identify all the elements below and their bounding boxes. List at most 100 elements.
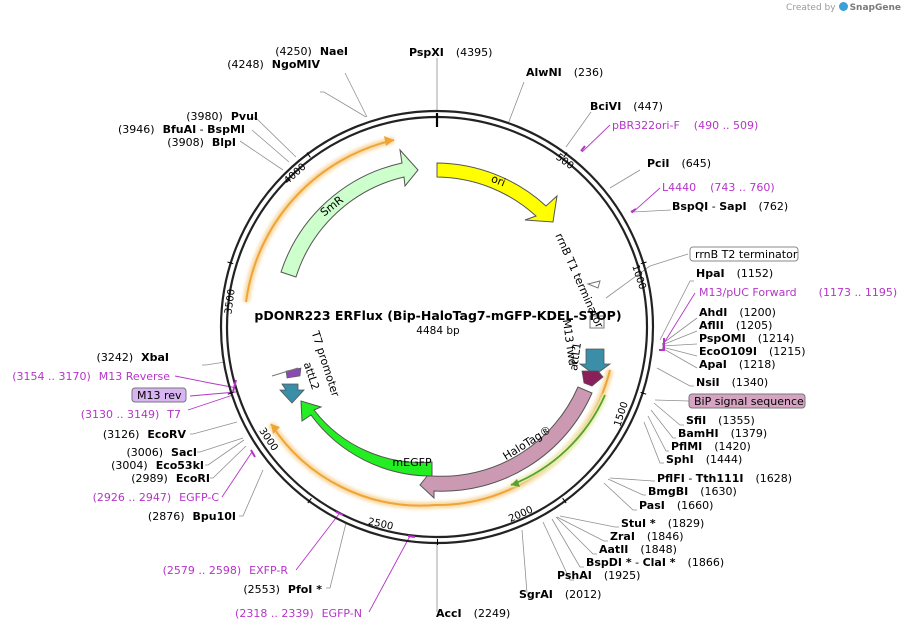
site-name: AhdI <box>699 306 727 319</box>
svg-text:(4248)NgoMIV: (4248)NgoMIV <box>227 58 320 71</box>
site-name: ApaI <box>699 358 727 371</box>
snapgene-logo-icon <box>838 2 848 11</box>
site-name: XbaI <box>141 351 169 364</box>
site-pos: (1200) <box>739 306 776 319</box>
site-pos: (1152) <box>737 267 774 280</box>
primer-range: (1173 .. 1195) <box>819 286 898 299</box>
left-sites: (4250) NaeI (4248)NgoMIV (3980)PvuI (3946… <box>97 45 348 596</box>
ori-arrow <box>436 162 558 223</box>
svg-text:NsiI(1340): NsiI(1340) <box>696 376 768 389</box>
svg-text:BspDI * - ClaI *(1866): BspDI * - ClaI *(1866) <box>586 556 724 569</box>
site-name: NaeI <box>320 45 348 58</box>
halotag-arrow <box>419 386 593 500</box>
primer-leader-lines <box>174 124 696 613</box>
site-pos: (762) <box>759 200 789 213</box>
credit-brand: SnapGene <box>849 3 901 13</box>
site-name: EcoO109I <box>699 345 757 358</box>
site-name: BlpI <box>212 136 236 149</box>
site-pos: (1379) <box>731 427 768 440</box>
svg-text:(3130 .. 3149)T7: (3130 .. 3149)T7 <box>81 408 181 421</box>
site-pos: (3242) <box>97 351 134 364</box>
m13-rev-label: M13 rev <box>137 389 182 402</box>
site-pos: (2553) <box>243 583 280 596</box>
primer-range: (2318 .. 2339) <box>235 607 314 620</box>
site-pos: (4248) <box>227 58 264 71</box>
primer-name: EXFP-R <box>249 564 288 577</box>
rrnb-t2-icon <box>586 280 601 289</box>
site-name: PasI <box>639 499 665 512</box>
site-pos: (1215) <box>769 345 806 358</box>
primer-range: (743 .. 760) <box>710 181 775 194</box>
svg-text:(4250)NaeI: (4250) NaeI <box>275 45 348 58</box>
rrnb-t2-label: rrnB T2 terminator <box>695 248 798 261</box>
site-name: PfoI * <box>288 583 322 596</box>
svg-text:PspXI(4395): PspXI(4395) <box>409 46 492 59</box>
primer-range: (3154 .. 3170) <box>12 370 91 383</box>
site-name: SphI <box>666 453 694 466</box>
site-name: BfuAI <box>163 123 197 136</box>
m13-fwd-arrow <box>581 370 604 387</box>
primer-name: EGFP-N <box>322 607 362 620</box>
t7-promoter-mark <box>271 367 299 377</box>
primer-name: L4440 <box>662 181 696 194</box>
site-pos: (1340) <box>732 376 769 389</box>
svg-text:EcoO109I(1215): EcoO109I (1215) <box>699 345 806 358</box>
site-name: EcoRI <box>176 472 210 485</box>
site-pos: (1444) <box>706 453 743 466</box>
svg-text:(3006)SacI: (3006)SacI <box>126 446 197 459</box>
site-pos: (1846) <box>647 530 684 543</box>
svg-text:SfiI(1355): SfiI(1355) <box>686 414 755 427</box>
site-pos: (4250) <box>275 45 312 58</box>
site-pos: (1660) <box>677 499 714 512</box>
site-name-2: Tth111I <box>696 472 744 485</box>
svg-text:BmgBI(1630): BmgBI (1630) <box>648 485 737 498</box>
attl1-arrow <box>578 348 612 376</box>
svg-text:PflMI(1420): PflMI(1420) <box>671 440 751 453</box>
primer-range: (2926 .. 2947) <box>93 491 172 504</box>
svg-text:L4440(743 .. 760): L4440 (743 .. 760) <box>662 181 775 194</box>
svg-text:(3980)PvuI: (3980)PvuI <box>186 110 258 123</box>
site-name: Eco53kI <box>156 459 204 472</box>
site-pos: (2249) <box>474 607 511 620</box>
site-pos: (2989) <box>131 472 168 485</box>
megfp-label: mEGFP <box>392 456 432 469</box>
site-pos: (3946) <box>118 123 155 136</box>
svg-text:(3908)BlpI: (3908) BlpI <box>167 136 236 149</box>
site-name-2: ClaI * <box>643 556 676 569</box>
svg-text:(2989)EcoRI: (2989) EcoRI <box>131 472 210 485</box>
site-pos: (1355) <box>718 414 755 427</box>
megfp-arrow <box>300 400 433 477</box>
site-name: PshAI <box>557 569 592 582</box>
site-name: BamHI <box>678 427 719 440</box>
svg-text:(2579 .. 2598)EXFP-R: (2579 .. 2598)EXFP-R <box>163 564 289 577</box>
site-pos: (3908) <box>167 136 204 149</box>
rrnb-t1-icon <box>589 315 605 329</box>
site-name-2: SapI <box>719 200 746 213</box>
primer-labels: pBR322ori-F(490 .. 509) L4440(743 .. 760… <box>12 119 897 620</box>
site-name: BspDI * <box>586 556 632 569</box>
site-pos: (1214) <box>758 332 795 345</box>
svg-text:(3004)Eco53kI: (3004)Eco53kI <box>111 459 204 472</box>
svg-text:(3946)BfuAI - BspMI: (3946) BfuAI - BspMI <box>118 123 245 136</box>
ori-label: ori <box>489 172 507 189</box>
site-name: PvuI <box>231 110 258 123</box>
site-pos: (1420) <box>714 440 751 453</box>
boxed-labels: rrnB T2 terminator BiP signal sequence M… <box>131 246 806 409</box>
site-pos: (1628) <box>755 472 792 485</box>
smr-arrow <box>280 148 419 278</box>
site-name-2: BspMI <box>207 123 245 136</box>
svg-text:AflII(1205): AflII(1205) <box>699 319 772 332</box>
site-pos: (3006) <box>126 446 163 459</box>
svg-text:AhdI(1200): AhdI (1200) <box>699 306 776 319</box>
site-name: AccI <box>436 607 462 620</box>
site-pos: (2876) <box>148 510 185 523</box>
site-sep: - <box>196 123 207 136</box>
svg-text:StuI *(1829): StuI *(1829) <box>621 517 704 530</box>
site-name: BmgBI <box>648 485 688 498</box>
site-pos: (2012) <box>565 588 602 601</box>
svg-text:(3242)XbaI: (3242) XbaI <box>97 351 169 364</box>
plasmid-name: pDONR223 ERFlux (Bip-HaloTag7-mGFP-KDEL-… <box>254 308 621 323</box>
site-pos: (1630) <box>700 485 737 498</box>
site-pos: (645) <box>681 157 711 170</box>
